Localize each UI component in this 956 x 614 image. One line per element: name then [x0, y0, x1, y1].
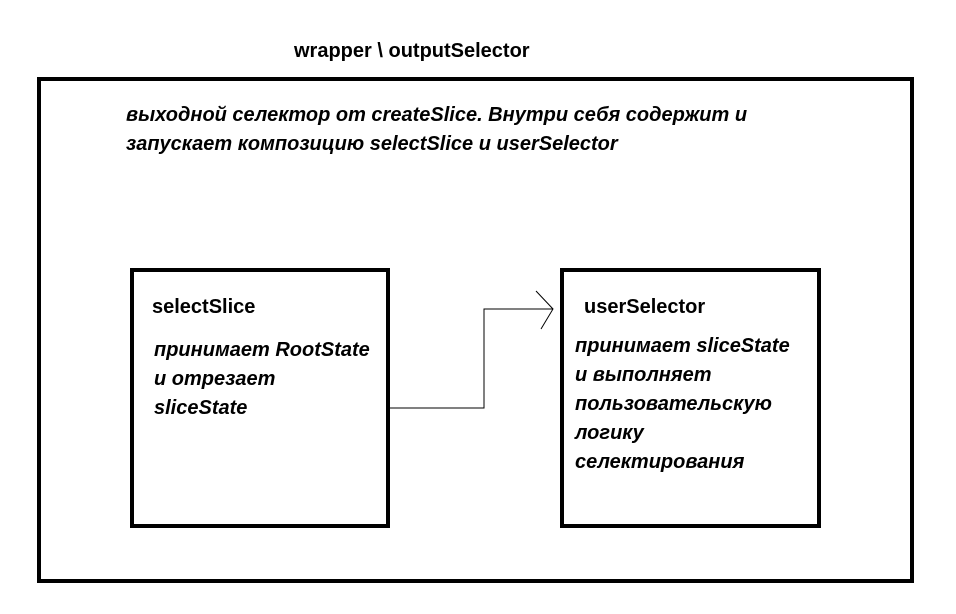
user-selector-title: userSelector — [584, 296, 706, 318]
select-slice-description: принимает RootState и отрезает sliceStat… — [154, 336, 370, 423]
select-slice-box — [130, 268, 390, 528]
diagram-title: wrapper \ outputSelector — [294, 40, 530, 62]
wrapper-description-line: запускает композицию selectSlice и userS… — [126, 133, 618, 155]
wrapper-description-line: выходной селектор от createSlice. Внутри… — [126, 104, 748, 126]
wrapper-description: выходной селектор от createSlice. Внутри… — [126, 101, 826, 159]
user-selector-box — [560, 268, 821, 528]
user-selector-line: селектирования — [575, 451, 745, 473]
user-selector-line: пользовательскую — [575, 393, 772, 415]
wrapper-frame — [37, 77, 914, 583]
select-slice-line: и отрезает — [154, 368, 276, 390]
select-slice-title: selectSlice — [152, 296, 256, 318]
user-selector-description: принимает sliceState и выполняет пользов… — [575, 332, 790, 477]
user-selector-line: принимает sliceState — [575, 335, 790, 357]
user-selector-line: и выполняет — [575, 364, 712, 386]
select-slice-line: sliceState — [154, 397, 248, 419]
select-slice-line: принимает RootState — [154, 339, 370, 361]
user-selector-line: логику — [575, 422, 644, 444]
